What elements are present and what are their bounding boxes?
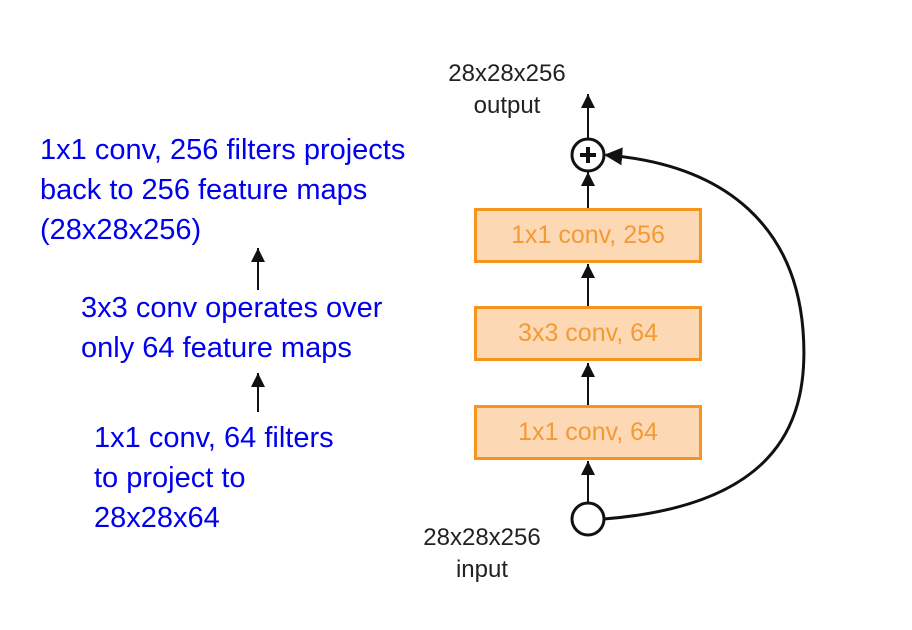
layer-label: 1x1 conv, 256 (511, 221, 665, 249)
input-name: input (455, 556, 509, 583)
annotation-top-line-2: back to 256 feature maps (40, 174, 368, 206)
layer-box-conv3x3-64: 3x3 conv, 64 (474, 306, 702, 361)
annotation-top-line-1: 1x1 conv, 256 filters projects (40, 134, 406, 166)
annotation-middle: 3x3 conv operates over only 64 feature m… (81, 288, 382, 368)
annotation-bottom-line-3: 28x28x64 (94, 502, 220, 534)
annotation-bottom-line-1: 1x1 conv, 64 filters (94, 422, 334, 454)
input-label: 28x28x256 input (407, 522, 557, 586)
layer-label: 3x3 conv, 64 (518, 319, 658, 347)
annotation-bottom-line-2: to project to (94, 462, 246, 494)
layer-box-conv1x1-64: 1x1 conv, 64 (474, 405, 702, 460)
input-dims: 28x28x256 (423, 524, 541, 551)
skip-connection (603, 147, 806, 521)
layer-box-conv1x1-256: 1x1 conv, 256 (474, 208, 702, 263)
output-dims: 28x28x256 (448, 60, 566, 87)
output-name: output (473, 92, 541, 119)
output-label: 28x28x256 output (432, 58, 582, 122)
input-node (570, 501, 606, 537)
annotation-bottom: 1x1 conv, 64 filters to project to 28x28… (94, 418, 334, 538)
annotation-middle-line-1: 3x3 conv operates over (81, 292, 383, 324)
layer-label: 1x1 conv, 64 (518, 418, 658, 446)
plus-icon (570, 137, 606, 173)
annotation-top: 1x1 conv, 256 filters projects back to 2… (40, 130, 405, 250)
annotation-top-line-3: (28x28x256) (40, 214, 202, 246)
annotation-middle-line-2: only 64 feature maps (81, 332, 352, 364)
